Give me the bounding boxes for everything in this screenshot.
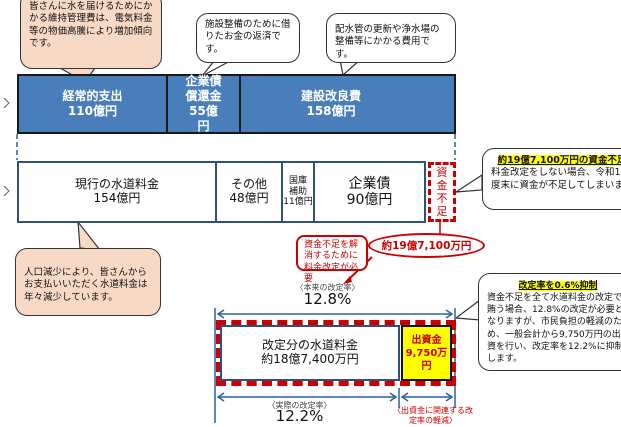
expense-amount: 110億円	[67, 104, 118, 118]
callout-tail	[454, 298, 481, 321]
revenue-amount: 154億円	[93, 191, 141, 205]
chevron-right-icon	[3, 185, 10, 197]
actual-rate-value: 12.2%	[275, 407, 324, 425]
original-rate-label: 〈本来の改定率〉	[295, 283, 360, 292]
shortfall-box: 資金不足	[428, 162, 456, 222]
suppress-text: なりますが、市民負担の軽減のた	[487, 317, 621, 328]
expense-label: 企業債償還金	[185, 74, 222, 103]
investment-label: 出資金	[411, 334, 442, 346]
chevron-right-icon	[3, 97, 10, 109]
original-rate-value: 12.8%	[303, 290, 352, 308]
callout-tail	[455, 173, 483, 193]
revised-fee-box: 改定分の水道料金約18億7,400万円	[220, 325, 400, 381]
revenue-amount: 90億円	[346, 192, 393, 208]
callout-revision-needed: 資金不足を解消するために料金改定が必要	[296, 235, 368, 284]
suppress-text: します。	[487, 353, 523, 364]
suppress-title: 改定率を0.6%抑制	[518, 281, 598, 291]
callout-tail	[77, 220, 102, 251]
shortfall-title: 約19億7,100万円の資金不足	[497, 155, 621, 166]
suppress-text: 資を行い、改定率を12.2%に抑制	[487, 341, 621, 352]
revenue-amount: 11億円	[283, 197, 313, 208]
suppress-text: 賄う場合、12.8%の改定が必要と	[487, 305, 621, 316]
expense-amount: 55億円	[189, 104, 218, 133]
revision-total-box	[216, 320, 456, 386]
callout-shortfall: 約19億7,100万円の資金不足 料金改定をしない場合、令和1 度末に資金が不足…	[482, 148, 621, 210]
callout-maintenance: 皆さんに水を届けるためにかかる維持管理費は、電気料金等の物価高騰により増加傾向で…	[20, 0, 162, 69]
revenue-amount: 48億円	[229, 191, 269, 205]
revenue-label: 企業債	[348, 175, 391, 192]
revised-fee-amount: 約18億7,400万円	[261, 352, 359, 366]
shortfall-text: 度末に資金が不足してしまいま	[491, 179, 621, 191]
shortfall-amount-ellipse: 約19億7,100万円	[368, 233, 485, 258]
revenue-label: その他	[230, 177, 267, 192]
revised-fee-label: 改定分の水道料金	[261, 338, 358, 353]
callout-suppress: 改定率を0.6%抑制 資金不足を全て水道料金の改定で 賄う場合、12.8%の改定…	[478, 273, 621, 371]
callout-bond-repay: 施設整備のために借りたお金の返済です。	[196, 13, 300, 63]
reduction-note: 〈出資金に関連する改定率の軽減〉	[393, 406, 473, 426]
actual-rate-label: 〈実際の改定率〉	[267, 401, 332, 410]
shortfall-text: 料金改定をしない場合、令和1	[491, 167, 621, 179]
revenue-label: 現行の水道料金	[74, 177, 159, 192]
suppress-text: め、一般会計から9,750万円の出	[487, 329, 621, 340]
expense-amount: 158億円	[306, 104, 356, 118]
expense-label: 経常的支出	[62, 89, 123, 103]
suppress-text: 資金不足を全て水道料金の改定で	[487, 293, 621, 304]
callout-construction: 配水管の更新や浄水場の整備等にかかる費用です。	[326, 13, 456, 63]
callout-revenue-decline: 人口減少により、皆さんからお支払いいただく水道料金は年々減少しています。	[15, 248, 161, 316]
expense-label: 建設改良費	[301, 89, 362, 103]
revenue-label: 国庫補助	[288, 176, 307, 197]
investment-amount: 9,750万円	[405, 347, 448, 372]
